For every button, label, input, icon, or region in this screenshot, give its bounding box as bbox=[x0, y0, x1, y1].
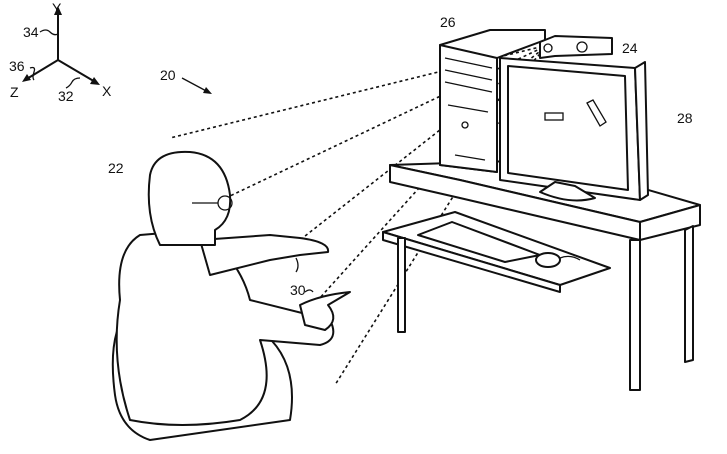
sensor-ref: 24 bbox=[622, 40, 638, 56]
x-axis-ref: 32 bbox=[58, 88, 74, 104]
system-arrow bbox=[181, 77, 212, 94]
computer-tower bbox=[439, 29, 546, 173]
y-axis-label: Y bbox=[52, 0, 62, 16]
system-ref: 20 bbox=[160, 67, 176, 83]
user-figure bbox=[111, 150, 351, 441]
y-axis-ref: 34 bbox=[23, 24, 39, 40]
x-axis-label: X bbox=[102, 83, 112, 99]
display-monitor bbox=[499, 57, 649, 202]
z-axis-ref: 36 bbox=[9, 58, 25, 74]
coordinate-axes bbox=[22, 6, 100, 89]
user-ref: 22 bbox=[108, 160, 124, 176]
z-axis-label: Z bbox=[10, 84, 19, 100]
sensor-device bbox=[539, 35, 613, 59]
desk bbox=[382, 159, 701, 391]
hand-ref: 30 bbox=[290, 282, 306, 298]
computer-ref: 26 bbox=[440, 14, 456, 30]
display-ref: 28 bbox=[677, 110, 693, 126]
